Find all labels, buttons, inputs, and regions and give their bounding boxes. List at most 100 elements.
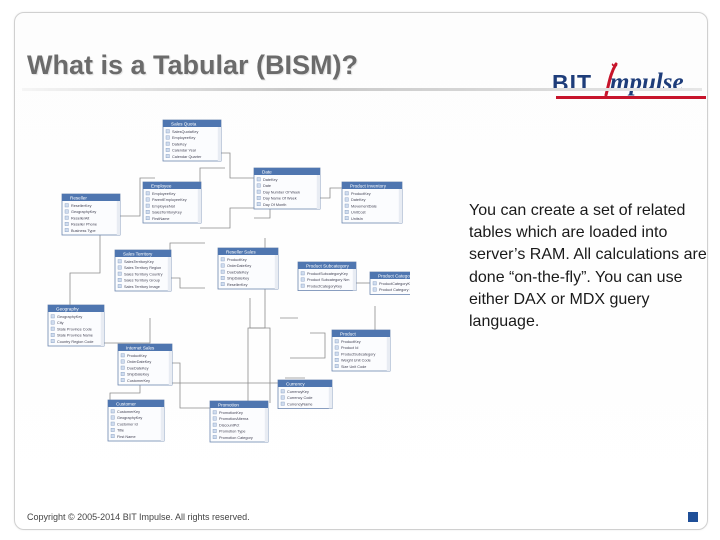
table-header <box>298 262 356 269</box>
copyright-footer: Copyright © 2005-2014 BIT Impulse. All r… <box>27 512 250 522</box>
table-column: ProductKey <box>127 354 147 358</box>
table-column: SalesTerritoryKey <box>124 260 154 264</box>
column-icon <box>50 314 55 319</box>
column-icon <box>220 257 225 262</box>
table-title: Product Category <box>378 273 410 278</box>
table-column: Customer Id <box>117 422 138 426</box>
table-scrollbar <box>100 312 104 346</box>
table-column: MovementDate <box>351 204 377 208</box>
table-box: Reseller SalesProductKeyOrderDateKeyDueD… <box>217 247 279 290</box>
column-icon <box>344 209 349 214</box>
table-box: Product SubcategoryProductSubcategoryKey… <box>297 261 357 292</box>
column-icon <box>344 197 349 202</box>
table-column: OrderDateKey <box>127 360 151 364</box>
table-column: SalesQuotaKey <box>172 130 198 134</box>
table-column: Calendar Year <box>172 149 197 153</box>
column-icon <box>120 359 125 364</box>
table-column: EmployeeKey <box>152 192 176 196</box>
column-icon <box>256 189 261 194</box>
table-scrollbar <box>352 269 356 291</box>
table-column: Country Region Code <box>57 340 94 344</box>
table-column: GeographyKey <box>57 315 82 319</box>
table-scrollbar <box>197 189 201 223</box>
table-header <box>143 182 201 189</box>
table-column: GeographyKey <box>71 210 96 214</box>
table-header <box>210 401 268 408</box>
table-column: DateKey <box>351 198 366 202</box>
column-icon <box>344 216 349 221</box>
column-icon <box>220 282 225 286</box>
table-scrollbar <box>160 407 164 441</box>
column-icon <box>212 410 217 415</box>
table-box: CustomerCustomerKeyGeographyKeyCustomer … <box>107 399 165 442</box>
table-scrollbar <box>167 257 171 291</box>
table-column: PromotionAlterna <box>219 417 249 421</box>
table-header <box>370 272 410 279</box>
table-column: Day Number Of Week <box>263 190 300 194</box>
column-icon <box>117 277 122 282</box>
table-column: SalesTerritoryKey <box>152 211 182 215</box>
column-icon <box>50 320 55 325</box>
table-title: Reseller Sales <box>226 249 256 254</box>
column-icon <box>372 287 377 292</box>
table-column: Sales Territory Group <box>124 279 160 283</box>
table-header <box>115 250 171 257</box>
table-column: Reseller Phone <box>71 223 97 227</box>
column-icon <box>145 209 150 214</box>
table-column: ProductSubcategory <box>341 352 376 356</box>
column-icon <box>344 203 349 208</box>
table-column: Weight Unit Code <box>341 359 371 363</box>
table-column: GeographyKey <box>117 416 142 420</box>
column-icon <box>334 351 339 356</box>
table-title: Product <box>340 331 357 336</box>
table-column: CurrencyKey <box>287 390 309 394</box>
table-column: Sales Territory Country <box>124 272 163 276</box>
table-box: Product InventoryProductKeyDateKeyMoveme… <box>341 181 403 224</box>
table-column: PromotionKey <box>219 411 243 415</box>
column-icon <box>300 271 305 276</box>
table-column: OrderDateKey <box>227 264 251 268</box>
column-icon <box>110 434 115 438</box>
table-header <box>332 330 390 337</box>
column-icon <box>280 401 285 406</box>
logo-word-bit: BIT <box>552 70 593 96</box>
column-icon <box>256 195 261 200</box>
column-icon <box>212 422 217 427</box>
table-header <box>48 305 104 312</box>
column-icon <box>212 429 217 433</box>
column-icon <box>110 415 115 420</box>
table-column: ProductKey <box>351 192 371 196</box>
table-column: Day Of Month <box>263 203 286 207</box>
logo-swoosh-icon <box>604 62 618 96</box>
table-column: ProductSubcategoryKey <box>307 272 348 276</box>
table-column: Size Unit Code <box>341 365 366 369</box>
table-title: Date <box>262 169 272 174</box>
table-scrollbar <box>116 201 120 235</box>
column-icon <box>165 141 170 146</box>
column-icon <box>300 277 305 282</box>
column-icon <box>64 215 69 220</box>
column-icon <box>110 409 115 414</box>
logo-word-impulse: mpulse <box>610 69 684 96</box>
column-icon <box>117 271 122 276</box>
table-column: State Province Code <box>57 327 92 331</box>
table-column: ShipDateKey <box>227 277 249 281</box>
column-icon <box>220 269 225 274</box>
column-icon <box>344 191 349 196</box>
table-title: Reseller <box>70 195 87 200</box>
table-column: Currency Code <box>287 396 313 400</box>
table-column: CustomerKey <box>127 379 150 383</box>
table-column: Promotion Category <box>219 436 253 440</box>
column-icon <box>120 353 125 358</box>
table-box: Internet SalesProductKeyOrderDateKeyDueD… <box>117 343 173 386</box>
column-icon <box>50 339 55 343</box>
column-icon <box>372 281 377 286</box>
table-scrollbar <box>328 387 332 409</box>
column-icon <box>165 135 170 140</box>
column-icon <box>145 216 150 221</box>
column-icon <box>334 345 339 350</box>
column-icon <box>64 228 69 233</box>
